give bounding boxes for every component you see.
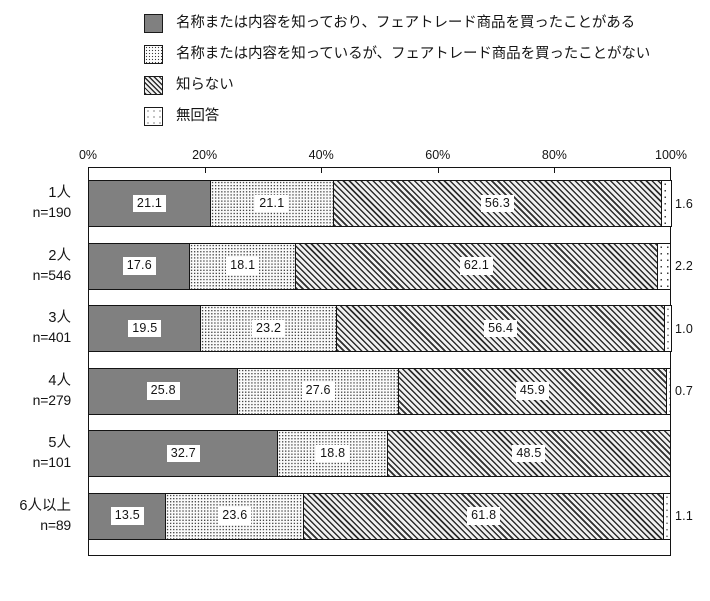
bar-segment-series3: 62.1 [294,242,659,290]
segment-value-label: 62.1 [459,257,493,275]
bar-segment-series1: 17.6 [88,242,191,290]
category-label-6: 6人以上 n=89 [19,497,71,535]
segment-value-label: 48.5 [512,444,546,463]
bar-segment-series3: 56.4 [335,305,666,352]
bar-segment-series1: 32.7 [88,430,279,477]
bar-segment-series3: 56.3 [332,180,663,227]
bar-row: 32.7 18.8 48.5 [88,430,671,477]
segment-value-label: 27.6 [301,382,335,400]
category-sample-size: n=101 [32,454,72,470]
bar-segment-series4 [663,492,671,540]
segment-value-label: 23.2 [252,319,286,338]
category-name: 6人以上 [19,497,71,514]
bar-segment-series2: 23.6 [165,492,305,540]
segment-value-label: 18.1 [226,257,260,275]
bar-segment-series2: 23.2 [200,305,337,352]
segment-value-label: 17.6 [122,257,156,275]
bar-segment-series4 [656,242,671,290]
category-sample-size: n=401 [32,329,72,345]
bar-segment-series2: 27.6 [237,367,400,415]
series4-outside-value-label: 1.6 [675,196,693,211]
chart-legend: 名称または内容を知っており、フェアトレード商品を買ったことがある 名称または内容… [144,8,704,132]
category-label-3: 3人 n=401 [32,309,72,347]
bar-row: 17.6 18.1 62.1 2.2 [88,242,693,290]
legend-swatch-sparse-dots-icon [144,107,163,126]
legend-item: 名称または内容を知っているが、フェアトレード商品を買ったことがない [144,39,704,70]
bar-row: 25.8 27.6 45.9 0.7 [88,367,693,415]
segment-value-label: 23.6 [218,507,252,525]
category-name: 3人 [48,310,71,326]
segment-value-label: 32.7 [166,444,200,463]
legend-item: 知らない [144,70,704,101]
category-name: 4人 [48,372,71,389]
bar-segment-series1: 25.8 [88,367,239,415]
category-sample-size: n=279 [32,391,72,408]
category-sample-size: n=190 [32,204,72,220]
x-axis-tick-mark [204,167,206,173]
series4-outside-value-label: 1.1 [675,509,693,523]
segment-value-label: 45.9 [515,382,549,400]
segment-value-label: 13.5 [110,507,144,525]
legend-item-label: 名称または内容を知っており、フェアトレード商品を買ったことがある [176,15,636,32]
bar-row: 13.5 23.6 61.8 1.1 [88,492,693,540]
bar-row: 19.5 23.2 56.4 1.0 [88,305,693,352]
legend-item: 無回答 [144,101,704,132]
segment-value-label: 61.8 [467,507,501,525]
bar-segment-series4 [665,367,671,415]
series4-outside-value-label: 0.7 [675,384,693,398]
segment-value-label: 56.3 [480,194,514,213]
legend-item: 名称または内容を知っており、フェアトレード商品を買ったことがある [144,8,704,39]
legend-item-label: 名称または内容を知っているが、フェアトレード商品を買ったことがない [176,46,651,63]
x-axis-tick-mark [321,167,323,173]
x-axis-tick-mark [554,167,556,173]
segment-value-label: 25.8 [146,382,180,400]
x-axis-tick-label: 0% [78,148,98,162]
bar-segment-series2: 18.1 [189,242,297,290]
x-axis-tick-label: 60% [425,148,451,162]
segment-value-label: 56.4 [484,319,518,338]
x-axis-tick-label: 100% [655,148,687,162]
segment-value-label: 19.5 [128,319,162,338]
segment-value-label: 21.1 [255,194,289,213]
bar-segment-series1: 21.1 [88,180,211,227]
legend-swatch-fine-dots-icon [144,45,163,64]
x-axis-tick-label: 40% [308,148,334,162]
category-label-2: 2人 n=546 [32,247,72,285]
category-label-5: 5人 n=101 [32,434,72,472]
x-axis-tick-label: 80% [541,148,567,162]
bar-segment-series2: 18.8 [277,430,389,477]
legend-swatch-diagonal-hatch-icon [144,76,163,95]
bar-segment-series4 [660,180,672,227]
x-axis-tick-label: 20% [192,148,218,162]
segment-value-label: 21.1 [132,194,167,213]
category-name: 2人 [48,247,71,264]
plot-area [88,167,671,556]
bar-segment-series1: 13.5 [88,492,167,540]
bar-segment-series3: 45.9 [397,367,667,415]
category-sample-size: n=546 [32,266,72,283]
category-label-4: 4人 n=279 [32,372,72,410]
bar-segment-series1: 19.5 [88,305,202,352]
series4-outside-value-label: 1.0 [675,321,693,336]
legend-swatch-solid-gray-icon [144,14,163,33]
segment-value-label: 18.8 [316,444,350,463]
legend-item-label: 無回答 [176,108,220,125]
bar-segment-series2: 21.1 [209,180,335,227]
category-sample-size: n=89 [40,516,71,533]
series4-outside-value-label: 2.2 [675,259,693,273]
category-name: 5人 [48,435,71,451]
bar-segment-series4 [664,305,672,352]
category-label-1: 1人 n=190 [32,184,72,222]
bar-row: 21.1 21.1 56.3 1.6 [88,180,693,227]
category-name: 1人 [48,185,71,201]
x-axis-tick-mark [437,167,439,173]
bar-segment-series3: 61.8 [302,492,665,540]
legend-item-label: 知らない [176,77,234,94]
bar-segment-series3: 48.5 [386,430,671,477]
